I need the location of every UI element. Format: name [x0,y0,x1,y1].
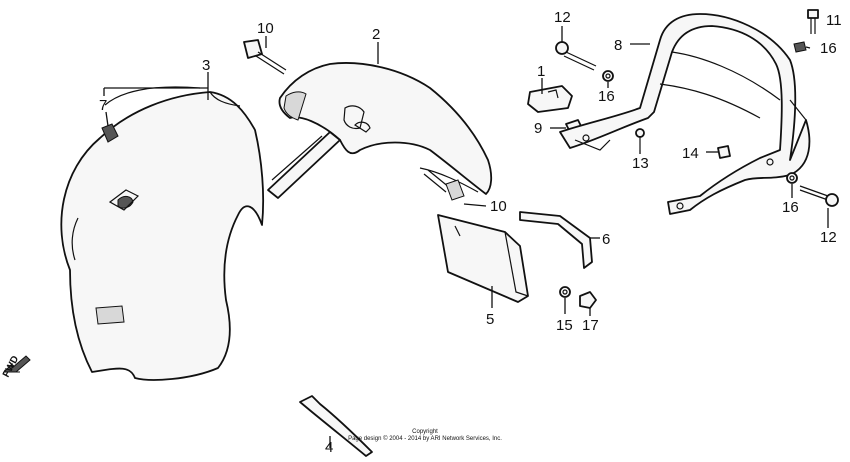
rod-part-6 [519,211,593,269]
bolt-part-12-upper [555,41,597,71]
nut-part-16-upper-right [793,41,807,53]
callout-16-upper-right: 16 [820,40,837,57]
bolt-part-10-lower [423,169,465,201]
callout-13: 13 [632,155,649,172]
callout-11: 11 [826,12,842,29]
callout-labels: 1 2 3 4 5 6 7 8 9 10 10 11 12 12 13 14 1… [1,9,842,456]
callout-5: 5 [486,311,494,328]
washer-part-16-lower [786,172,798,184]
inner-fender-part-3 [60,86,265,381]
callout-16-lower: 16 [782,199,799,216]
nut-part-14 [717,145,731,159]
copyright-line-2: Page design © 2004 - 2014 by ARI Network… [348,435,502,442]
callout-12-upper: 12 [554,9,571,26]
bracket-part-1 [527,85,573,113]
clip-part-7 [101,123,119,143]
callout-10-lower: 10 [490,198,507,215]
callout-15: 15 [556,317,573,334]
callout-8: 8 [614,37,622,54]
plate-part-5 [437,214,529,303]
washer-part-15 [559,286,571,298]
callout-2: 2 [372,26,380,43]
callout-3: 3 [202,57,210,74]
callout-7: 7 [99,97,107,114]
callout-10-upper: 10 [257,20,274,37]
grab-rail-part-8 [559,13,811,215]
nut-part-17 [579,291,597,309]
callout-6: 6 [602,231,610,248]
callout-4: 4 [325,439,333,456]
rear-fender-part-2 [267,62,493,199]
bolt-part-11 [807,9,819,34]
callout-9: 9 [534,120,542,137]
copyright-notice: Copyright Page design © 2004 - 2014 by A… [348,429,502,442]
copyright-line-1: Copyright [412,429,438,435]
callout-12-lower: 12 [820,229,837,246]
strip-part-4 [299,395,373,457]
forward-arrow-icon [2,355,31,373]
bolt-part-13 [635,128,645,150]
bolt-part-10-upper [243,39,287,75]
leader-lines [103,26,829,448]
bolt-part-12-lower [799,185,839,207]
callout-1: 1 [537,63,545,80]
callout-16-middle: 16 [598,88,615,105]
washer-part-16-middle [602,70,614,82]
callout-17: 17 [582,317,599,334]
callout-14: 14 [682,145,699,162]
